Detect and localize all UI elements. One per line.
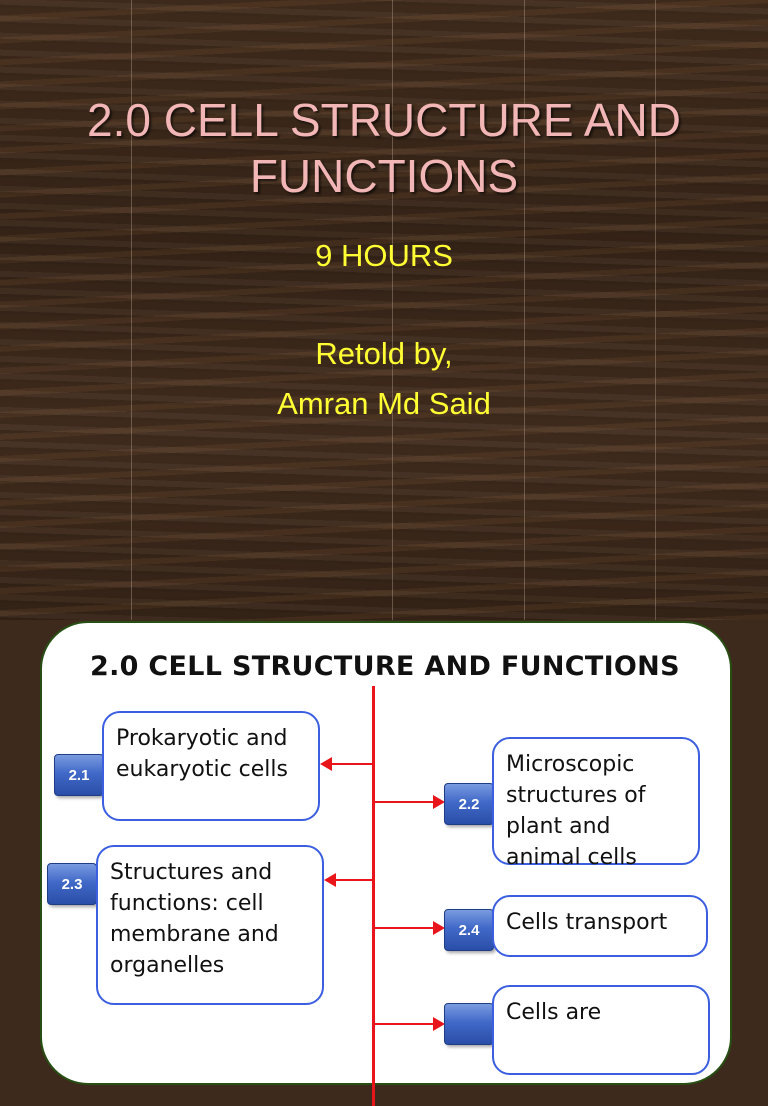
connector-2-5 — [375, 1023, 435, 1025]
plank-seam — [131, 0, 132, 620]
connector-2-3 — [336, 879, 373, 881]
slide-title: 2.0 CELL STRUCTURE AND FUNCTIONS — [87, 94, 681, 202]
topic-box-2-3[interactable]: Structures and functions: cell membrane … — [96, 845, 324, 1005]
title-slide: 2.0 CELL STRUCTURE AND FUNCTIONS 9 HOURS… — [0, 0, 768, 620]
topic-box-2-2[interactable]: Microscopic structures of plant and anim… — [492, 737, 700, 870]
topic-box-2-5[interactable]: Cells are — [492, 985, 710, 1075]
arrow-right-icon — [433, 921, 445, 935]
topic-map-slide: 2.0 CELL STRUCTURE AND FUNCTIONS 2.1 Pro… — [40, 621, 732, 1106]
retold-by-label: Retold by, — [315, 336, 453, 371]
topic-box-2-4[interactable]: Cells transport — [492, 895, 708, 957]
connector-2-1 — [332, 763, 373, 765]
arrow-left-icon — [324, 873, 336, 887]
author-name: Amran Md Said — [277, 386, 491, 421]
topic-badge-2-2[interactable]: 2.2 — [444, 783, 494, 825]
topic-badge-2-1[interactable]: 2.1 — [54, 754, 104, 796]
main-connector-line — [372, 686, 375, 1106]
topic-badge-2-5[interactable] — [444, 1003, 494, 1045]
topic-map-title: 2.0 CELL STRUCTURE AND FUNCTIONS — [90, 651, 680, 682]
topic-badge-2-3[interactable]: 2.3 — [47, 863, 97, 905]
duration-text: 9 HOURS — [315, 238, 453, 273]
plank-seam — [392, 0, 393, 620]
connector-2-2 — [375, 801, 435, 803]
arrow-left-icon — [320, 757, 332, 771]
topic-badge-2-4[interactable]: 2.4 — [444, 909, 494, 951]
plank-seam — [524, 0, 525, 620]
topic-box-2-1[interactable]: Prokaryotic and eukaryotic cells — [102, 711, 320, 821]
arrow-right-icon — [433, 795, 445, 809]
connector-2-4 — [375, 927, 435, 929]
plank-seam — [655, 0, 656, 620]
